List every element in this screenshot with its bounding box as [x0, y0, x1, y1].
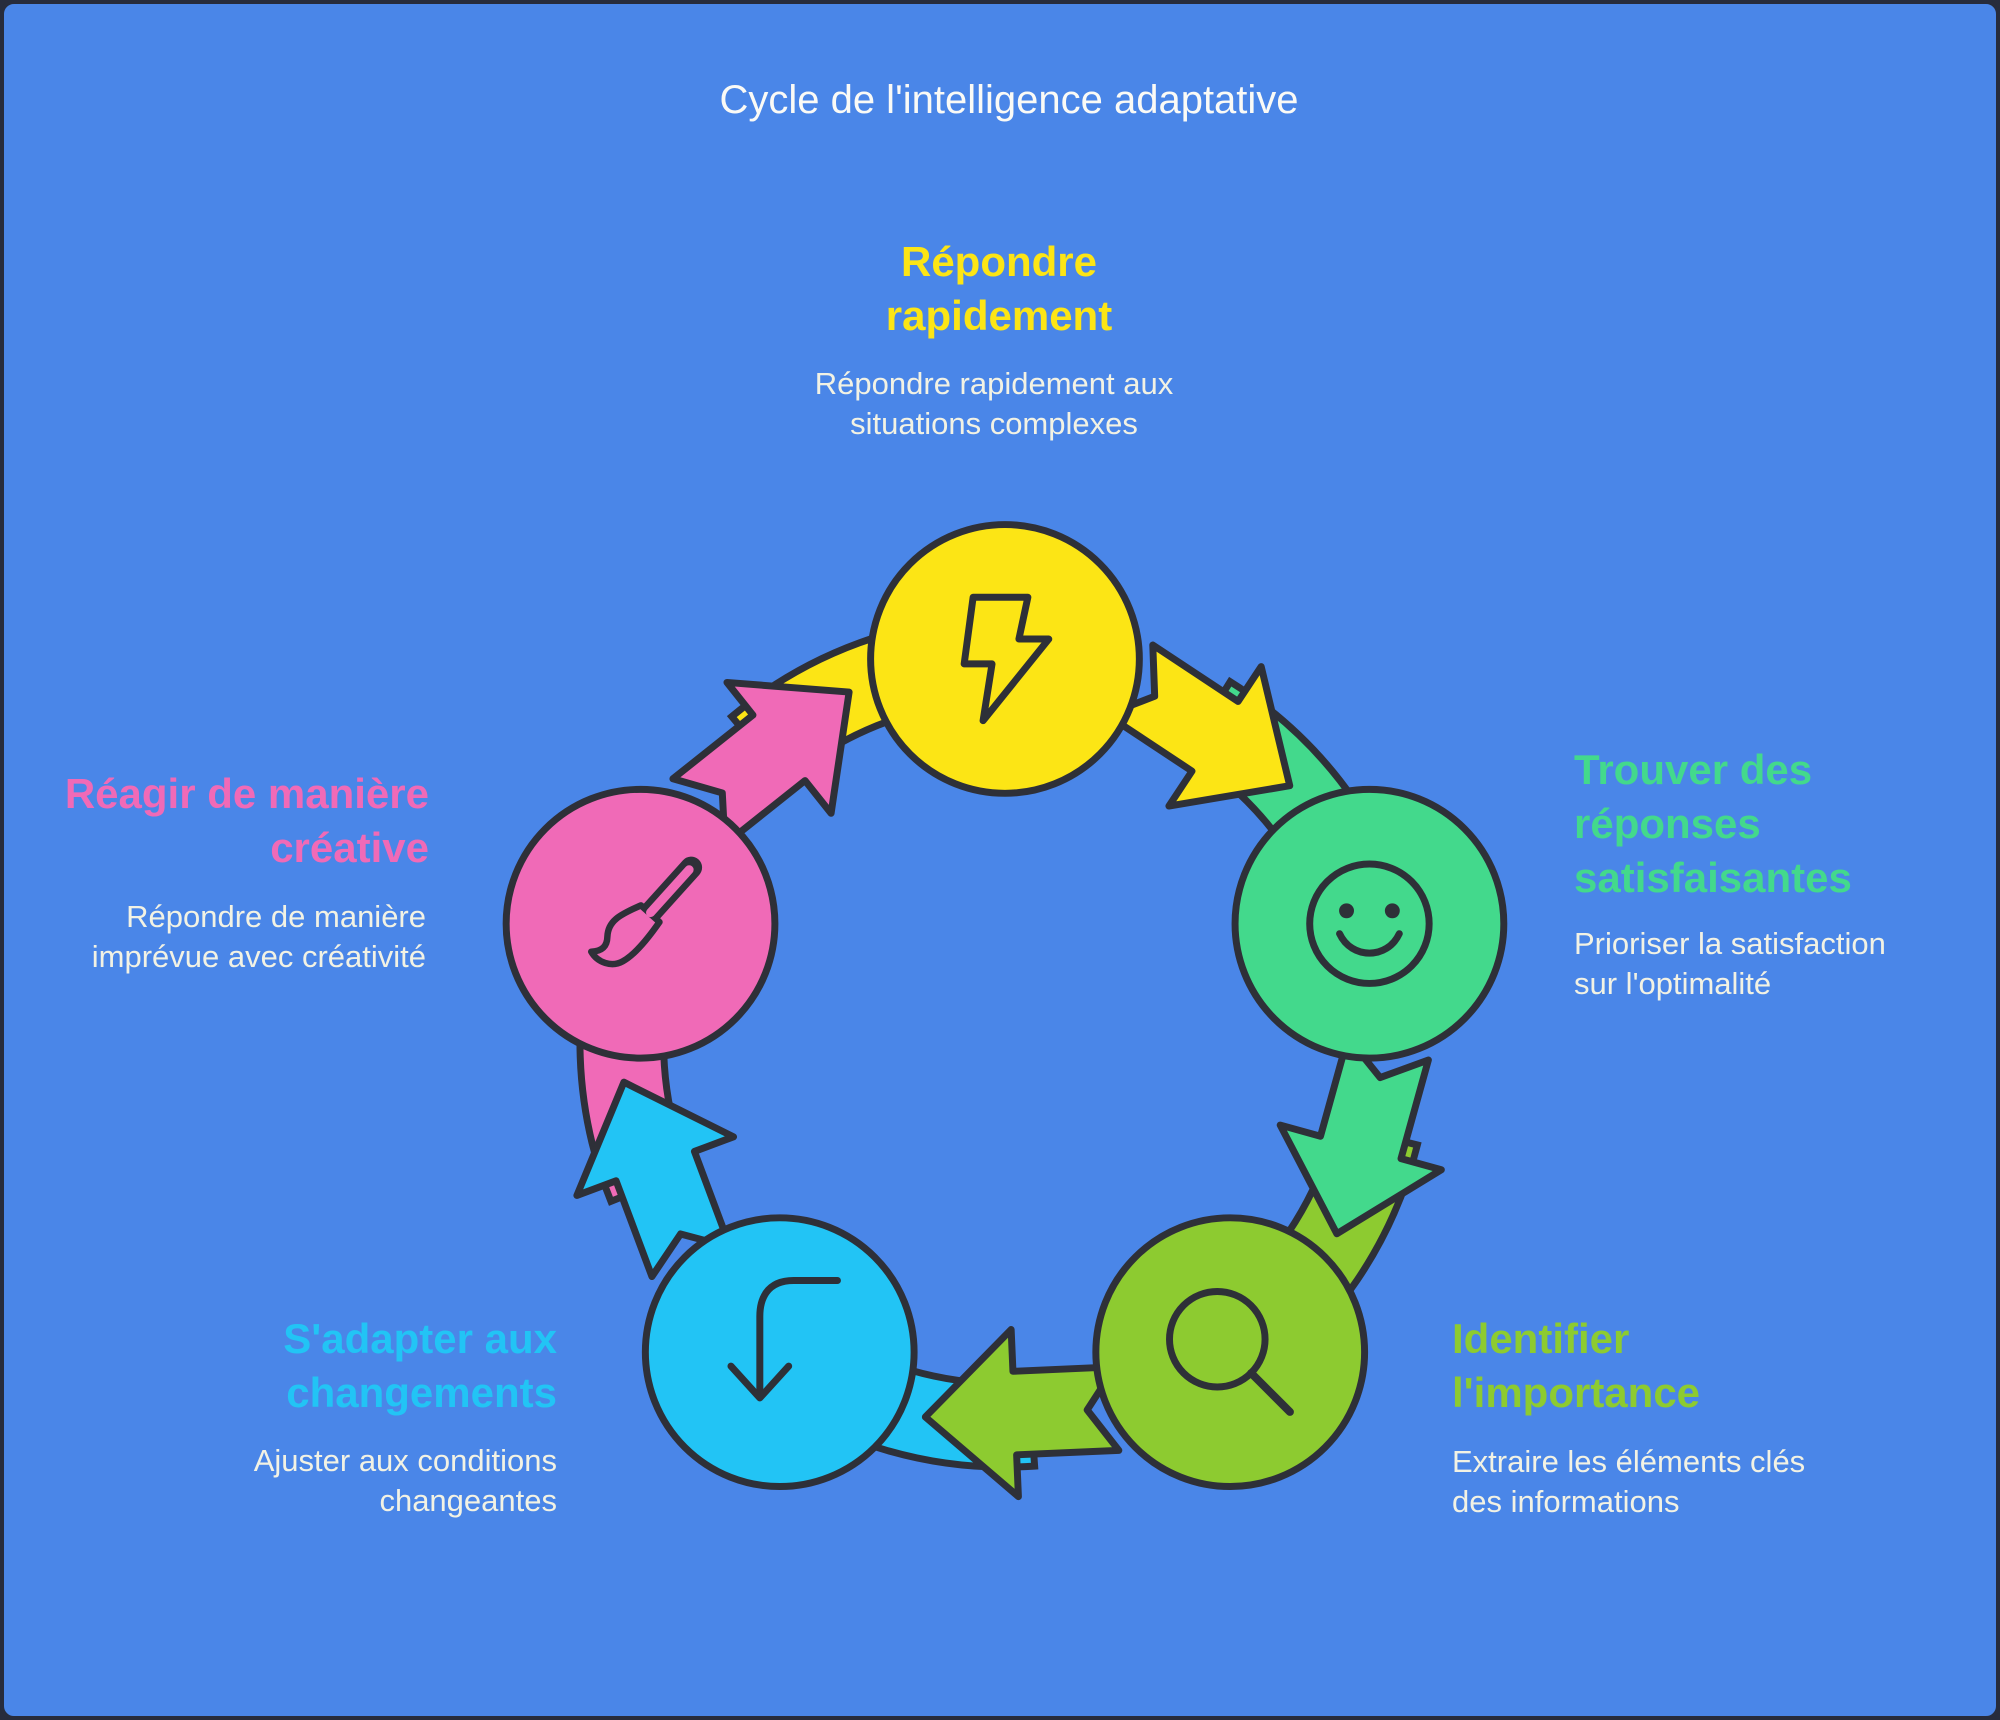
lightning-icon: [960, 593, 1053, 725]
diagram-title: Cycle de l'intelligence adaptative: [719, 78, 1299, 122]
arrow-repondre-rapidement-to-trouver-des-reponses-satisfaisantes: [1103, 641, 1294, 810]
node-icons: [588, 593, 1433, 1416]
cycle-arrows: [573, 641, 1445, 1501]
cycle-diagram: [502, 521, 1508, 1501]
arrow-identifier-importance-to-s-adapter-aux-changements: [921, 1326, 1123, 1501]
magnifier-icon: [1166, 1287, 1294, 1416]
paintbrush-icon: [588, 856, 703, 968]
node-trouver-des-reponses-satisfaisantes-circle: [1231, 785, 1508, 1062]
smiley-icon: [1306, 860, 1433, 987]
return-arrow-icon: [727, 1277, 841, 1402]
arrow-reagir-de-maniere-creative-to-repondre-rapidement: [669, 678, 853, 848]
arrow-s-adapter-aux-changements-to-reagir-de-maniere-creative: [573, 1078, 738, 1281]
arrow-trouver-des-reponses-satisfaisantes-to-identifier-importance: [1276, 1034, 1445, 1238]
node-s-adapter-aux-changements-circle: [641, 1214, 918, 1491]
node-identifier-importance-circle: [1092, 1214, 1369, 1491]
